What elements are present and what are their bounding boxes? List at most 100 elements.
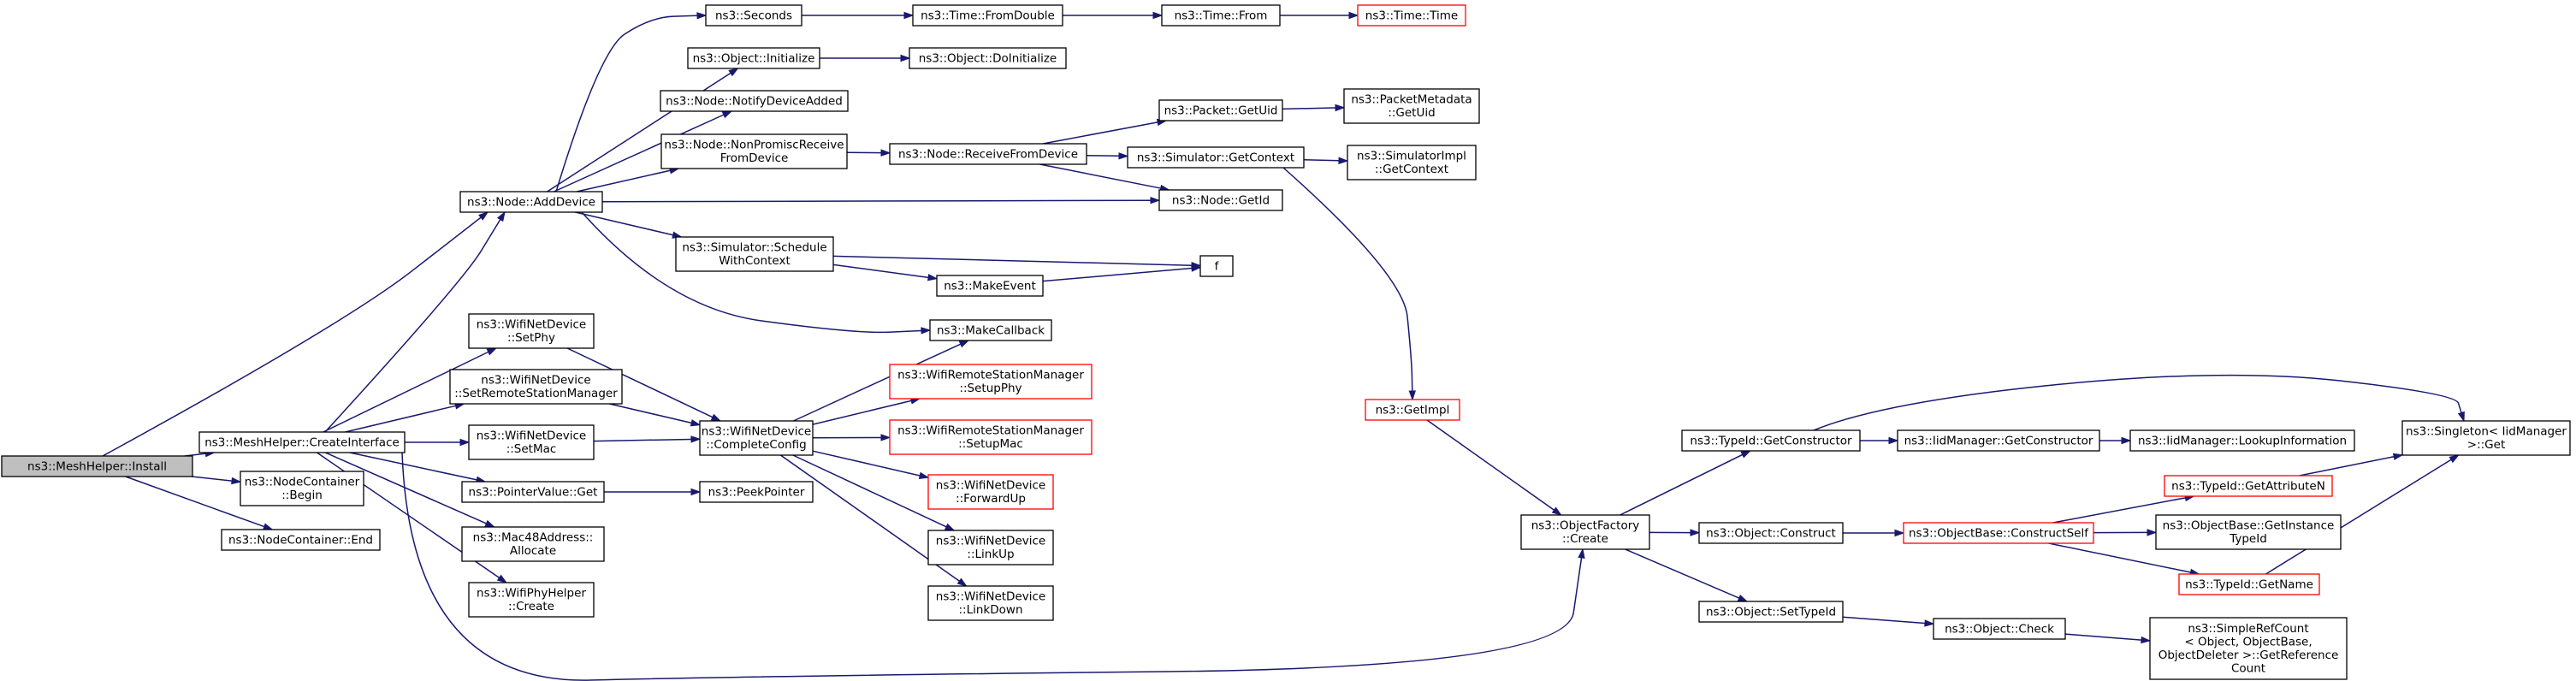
edge-line [1620,453,1744,516]
edge-line [1042,267,1193,282]
edge-typeid-getname-to-singleton-get [2265,454,2460,575]
node-packetmetadata-getuid[interactable]: ns3::PacketMetadata::GetUid [1343,88,1480,124]
node-simplerefcount-getreferencecount[interactable]: ns3::SimpleRefCount< Object, ObjectBase,… [2149,617,2348,680]
edge-line [1086,154,1120,157]
node-box [2155,514,2342,550]
edge-line [323,351,489,433]
edge-objectfactory-create-to-object-construct [1649,529,1701,536]
edge-arrowhead [1551,506,1562,516]
node-label-line: ns3::PointerValue::Get [469,485,598,499]
node-node-adddevice[interactable]: ns3::Node::AddDevice [459,191,603,213]
node-time-fromdouble[interactable]: ns3::Time::FromDouble [912,4,1063,27]
node-node-receivefromdevice[interactable]: ns3::Node::ReceiveFromDevice [889,143,1087,165]
node-wifiremotestationmanager-setupmac[interactable]: ns3::WifiRemoteStationManager::SetupMac [889,419,1093,455]
edge-arrowhead [2449,454,2460,464]
node-time-from[interactable]: ns3::Time::From [1161,4,1281,27]
node-iidmanager-getconstructor[interactable]: ns3::IidManager::GetConstructor [1897,429,2100,452]
node-node-notifydeviceadded[interactable]: ns3::Node::NotifyDeviceAdded [660,90,849,112]
node-label-line: ns3::Time::Time [1365,9,1458,22]
node-label-line: ns3::MakeCallback [937,323,1045,337]
node-singleton-get[interactable]: ns3::Singleton< IidManager >::Get [2401,420,2571,456]
node-makecallback[interactable]: ns3::MakeCallback [929,319,1052,341]
edge-seconds-to-time-fromdouble [802,11,915,20]
node-label-line: ns3::WifiNetDevice [936,479,1045,493]
node-label-line: ns3::Time::FromDouble [921,9,1055,22]
node-simulatorimpl-getcontext[interactable]: ns3::SimulatorImpl::GetContext [1347,145,1477,181]
node-time-time[interactable]: ns3::Time::Time [1357,4,1466,27]
node-box [889,419,1093,455]
node-getimpl[interactable]: ns3::GetImpl [1365,399,1460,421]
node-iidmanager-lookupinformation[interactable]: ns3::IidManager::LookupInformation [2129,429,2355,452]
node-object-construct[interactable]: ns3::Object::Construct [1698,522,1844,544]
node-packet-getuid[interactable]: ns3::Packet::GetUid [1158,99,1283,121]
node-object-settypeid[interactable]: ns3::Object::SetTypeId [1698,601,1844,623]
node-meshhelper-install[interactable]: ns3::MeshHelper::Install [1,455,193,477]
node-wifinetdevice-setphy[interactable]: ns3::WifiNetDevice::SetPhy [468,313,595,349]
node-label-line: ::GetUid [1388,106,1435,120]
node-label-line: ns3::TypeId::GetAttributeN [2171,479,2325,493]
node-wifinetdevice-completeconfig[interactable]: ns3::WifiNetDevice::CompleteConfig [699,420,814,456]
edge-wifinetdevice-setmac-to-wifinetdevice-completeconfig [593,435,702,443]
edge-meshhelper-createinterface-to-objectfactory-create [401,452,1585,681]
node-typeid-getattributen[interactable]: ns3::TypeId::GetAttributeN [2164,475,2333,497]
node-simulator-getcontext[interactable]: ns3::Simulator::GetContext [1127,146,1305,169]
node-nodecontainer-end[interactable]: ns3::NodeContainer::End [221,529,381,551]
node-label-line: ::LinkUp [967,548,1014,561]
node-box [699,420,814,456]
node-node-getid[interactable]: ns3::Node::GetId [1158,189,1283,211]
node-nodecontainer-begin[interactable]: ns3::NodeContainer::Begin [240,471,364,506]
node-label-line: ns3::PacketMetadata [1351,93,1472,107]
node-makeevent[interactable]: ns3::MakeEvent [936,275,1044,297]
node-box [1343,88,1480,124]
edge-arrowhead [710,413,722,422]
node-label-line: ns3::Object::DoInitialize [919,51,1057,65]
node-f[interactable]: f [1199,255,1234,277]
edge-line [401,452,1583,681]
node-typeid-getconstructor[interactable]: ns3::TypeId::GetConstructor [1681,429,1861,452]
node-box [2149,617,2348,680]
edge-node-adddevice-to-simulator-schedulewithcontext [575,211,683,239]
node-wifinetdevice-setremotestationmanager[interactable]: ns3::WifiNetDevice::SetRemoteStationMana… [449,369,623,405]
edge-arrowhead [944,523,956,531]
node-wifinetdevice-linkdown[interactable]: ns3::WifiNetDevice::LinkDown [927,585,1054,621]
edge-arrowhead [1338,157,1349,164]
node-label-line: ns3::Simulator::Schedule [682,241,826,255]
edge-arrowhead [1118,152,1129,160]
node-pointervalue-get[interactable]: ns3::PointerValue::Get [461,481,605,503]
node-label-line: ns3::GetImpl [1376,403,1450,417]
node-label-line: ns3::Node::ReceiveFromDevice [898,147,1078,161]
node-peekpointer[interactable]: ns3::PeekPointer [699,481,814,503]
node-wifiphyhelper-create[interactable]: ns3::WifiPhyHelper::Create [468,582,595,618]
node-box [2178,573,2320,595]
node-wifinetdevice-forwardup[interactable]: ns3::WifiNetDevice::ForwardUp [927,474,1054,510]
node-label-line: ns3::NodeContainer [245,476,360,489]
node-box [912,4,1063,27]
node-meshhelper-createinterface[interactable]: ns3::MeshHelper::CreateInterface [198,431,406,453]
node-box [699,481,814,503]
node-wifiremotestationmanager-setupphy[interactable]: ns3::WifiRemoteStationManager::SetupPhy [889,364,1093,400]
edge-arrowhead [2141,636,2152,644]
node-objectbase-constructself[interactable]: ns3::ObjectBase::ConstructSelf [1903,522,2094,544]
node-label-line: ns3::ObjectBase::GetInstance [2163,519,2335,533]
node-seconds[interactable]: ns3::Seconds [705,4,802,27]
node-object-doinitialize[interactable]: ns3::Object::DoInitialize [909,47,1067,69]
node-wifinetdevice-setmac[interactable]: ns3::WifiNetDevice::SetMac [468,424,595,460]
node-label-line: ns3::WifiNetDevice [481,374,590,388]
edge-packet-getuid-to-packetmetadata-getuid [1282,104,1346,112]
edge-node-receivefromdevice-to-node-getid [1039,163,1171,192]
node-typeid-getname[interactable]: ns3::TypeId::GetName [2178,573,2320,595]
edge-line [555,15,698,192]
node-object-check[interactable]: ns3::Object::Check [1933,618,2066,640]
node-object-initialize[interactable]: ns3::Object::Initialize [687,47,820,69]
node-wifinetdevice-linkup[interactable]: ns3::WifiNetDevice::LinkUp [927,530,1054,566]
edge-line [125,476,265,528]
node-mac48address-allocate[interactable]: ns3::Mac48Address::Allocate [461,526,605,562]
node-label-line: ns3::Node::NonPromiscReceive [664,139,844,152]
node-objectfactory-create[interactable]: ns3::ObjectFactory::Create [1520,514,1650,550]
node-label-line: ns3::Mac48Address:: [473,531,594,545]
edge-arrowhead [880,434,891,441]
edge-pointervalue-get-to-peekpointer [604,488,702,496]
